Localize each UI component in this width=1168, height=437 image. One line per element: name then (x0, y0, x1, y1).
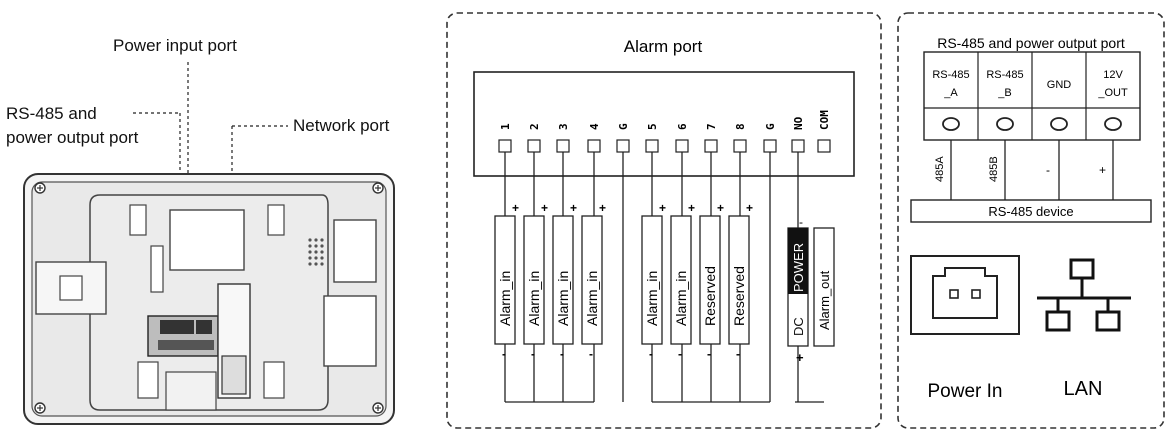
rs485-label-line2: power output port (6, 128, 139, 147)
alarm-wire-plus: + (746, 201, 753, 215)
alarm-wire-minus: - (560, 347, 564, 361)
alarm-pin-terminal (763, 139, 777, 153)
rs485-label-line1: RS-485 and (6, 104, 97, 123)
alarm-pin-terminal (704, 139, 718, 153)
rs485-col1-line1: RS-485 (932, 69, 969, 81)
alarm-wire-label: Reserved (702, 266, 718, 326)
alarm-wire-plus: + (688, 201, 695, 215)
alarm-wire-label: Alarm_in (584, 271, 600, 326)
rs485-col2-line2: _B (997, 87, 1011, 99)
alarm-port-title: Alarm port (624, 37, 703, 56)
alarm-pin-label: COM (818, 110, 831, 130)
alarm-wire-box (670, 215, 692, 345)
power-minus: - (799, 215, 803, 229)
alarm-pin-label: G (617, 123, 630, 130)
alarm-wire-plus: + (541, 201, 548, 215)
rs485-wire4: + (1099, 163, 1106, 177)
power-label: POWER (791, 243, 806, 292)
alarm-wire-plus: + (717, 201, 724, 215)
alarm-pin-label: 2 (528, 123, 541, 130)
alarm-out-label: Alarm_out (817, 270, 832, 330)
rs485-wire2: 485B (988, 156, 1000, 182)
alarm-wire-label: Reserved (731, 266, 747, 326)
rs485-title: RS-485 and power output port (937, 35, 1125, 51)
alarm-pin-terminal (733, 139, 747, 153)
alarm-wire-box (699, 215, 721, 345)
alarm-wire-box (581, 215, 603, 345)
alarm-wire-minus: - (502, 347, 506, 361)
power-in-label: Power In (928, 381, 1003, 402)
alarm-pin-terminal (556, 139, 570, 153)
alarm-wire-minus: - (649, 347, 653, 361)
rs485-col3: GND (1047, 79, 1072, 91)
alarm-pin-label: 1 (499, 123, 512, 130)
alarm-wire-label: Alarm_in (644, 271, 660, 326)
alarm-pin-label: 7 (705, 123, 718, 130)
dc-label: DC (791, 317, 806, 336)
alarm-wire-label: Alarm_in (673, 271, 689, 326)
power-input-label: Power input port (113, 36, 237, 55)
device-back-panel (23, 62, 395, 425)
alarm-wire-box (552, 215, 574, 345)
power-in-icon (932, 267, 998, 319)
network-label: Network port (293, 116, 390, 135)
alarm-pin-terminal (616, 139, 630, 153)
alarm-wire-box (523, 215, 545, 345)
alarm-pin-label: G (764, 123, 777, 130)
alarm-pin-terminal (817, 139, 831, 153)
alarm-wire-box (641, 215, 663, 345)
alarm-pin-terminal (645, 139, 659, 153)
rs485-col2-line1: RS-485 (986, 69, 1023, 81)
alarm-pin-label: 5 (646, 123, 659, 130)
alarm-wire-minus: - (531, 347, 535, 361)
alarm-pin-terminal (527, 139, 541, 153)
alarm-pin-terminal (791, 139, 805, 153)
alarm-wire-minus: - (678, 347, 682, 361)
rs485-col1-line2: _A (943, 87, 958, 99)
alarm-wire-plus: + (659, 201, 666, 215)
alarm-wire-box (494, 215, 516, 345)
alarm-wire-minus: - (589, 347, 593, 361)
alarm-wire-box (728, 215, 750, 345)
alarm-wire-minus: - (707, 347, 711, 361)
alarm-wire-plus: + (512, 201, 519, 215)
alarm-wire-plus: + (599, 201, 606, 215)
alarm-pin-label: 6 (676, 123, 689, 130)
alarm-pin-label: NO (792, 116, 805, 130)
rs485-panel: RS-485 and power output port RS-485 _A R… (897, 12, 1165, 429)
alarm-wire-minus: - (736, 347, 740, 361)
alarm-pin-terminal (498, 139, 512, 153)
rs485-col4-line2: _OUT (1097, 87, 1128, 99)
rs485-col4-line1: 12V (1103, 69, 1123, 81)
alarm-wire-label: Alarm_in (555, 271, 571, 326)
alarm-wire-label: Alarm_in (497, 271, 513, 326)
alarm-wire-label: Alarm_in (526, 271, 542, 326)
power-plus: + (796, 350, 804, 365)
alarm-pin-label: 8 (734, 123, 747, 130)
alarm-pin-label: 4 (588, 123, 601, 130)
rs485-device-label: RS-485 device (988, 204, 1073, 219)
lan-label: LAN (1064, 378, 1103, 400)
alarm-pin-terminal (587, 139, 601, 153)
alarm-pin-label: 3 (557, 123, 570, 130)
alarm-wire-plus: + (570, 201, 577, 215)
alarm-pin-terminal (675, 139, 689, 153)
rs485-wire3: - (1046, 163, 1050, 177)
rs485-wire1: 485A (934, 156, 946, 182)
alarm-wire-group: Alarm_in + - Alarm_in + - Alarm_in + - Alarm_in + -… (494, 201, 753, 361)
